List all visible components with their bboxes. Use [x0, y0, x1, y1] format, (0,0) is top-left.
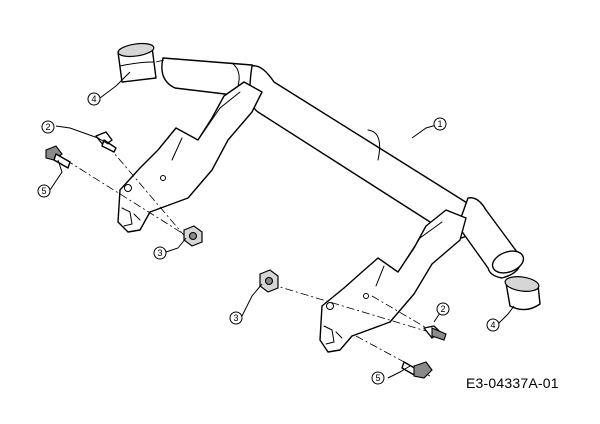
drawing-code-label: E3-04337A-01	[466, 375, 559, 391]
svg-text:5: 5	[375, 373, 380, 383]
callout-2-left: 2	[41, 120, 55, 134]
callout-5-right: 5	[371, 371, 385, 385]
lock-nut-left	[183, 225, 203, 247]
callout-2-right: 2	[436, 302, 450, 316]
svg-text:4: 4	[490, 320, 495, 330]
bushing-cap-left	[117, 42, 157, 83]
flange-bolt-right	[423, 325, 447, 341]
svg-text:3: 3	[157, 248, 162, 258]
shoulder-bolt-right	[401, 361, 433, 379]
left-bracket	[117, 81, 263, 233]
callout-4-left: 4	[87, 92, 101, 106]
svg-text:4: 4	[91, 94, 96, 104]
svg-text:2: 2	[440, 304, 445, 314]
callout-5-left: 5	[37, 184, 51, 198]
axle-tube	[161, 57, 525, 279]
svg-text:1: 1	[437, 119, 442, 129]
callout-3-right: 3	[229, 311, 243, 325]
shoulder-bolt-left	[45, 145, 71, 169]
flange-bolt-left	[95, 131, 117, 153]
svg-text:2: 2	[45, 122, 50, 132]
svg-text:5: 5	[41, 186, 46, 196]
svg-text:3: 3	[233, 313, 238, 323]
callout-3-left: 3	[153, 246, 167, 260]
lock-nut-right	[259, 269, 279, 293]
bushing-cap-right	[504, 276, 541, 311]
right-bracket	[319, 209, 467, 353]
callout-1: 1	[433, 117, 447, 131]
callout-4-right: 4	[486, 318, 500, 332]
